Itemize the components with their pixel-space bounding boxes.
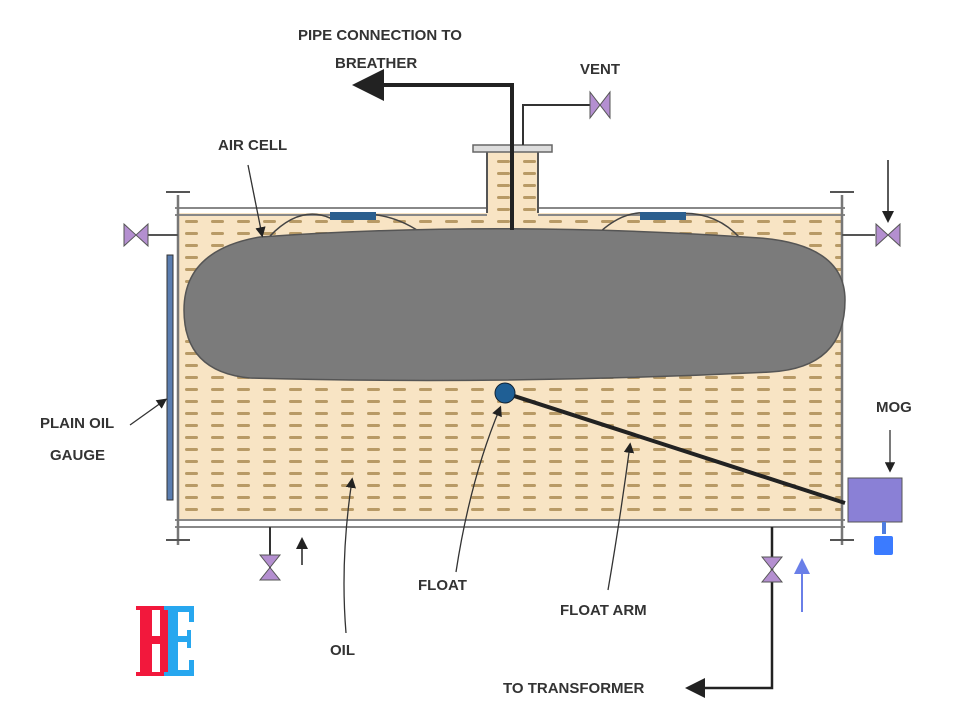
logo-h-shape bbox=[136, 606, 176, 676]
tank-bottom-wall bbox=[175, 519, 845, 528]
air-cell bbox=[183, 212, 846, 382]
flanges bbox=[166, 191, 854, 541]
label-float-arm: FLOAT ARM bbox=[560, 602, 647, 619]
he-logo bbox=[136, 606, 194, 676]
vent-pipe bbox=[522, 104, 590, 145]
label-vent: VENT bbox=[580, 61, 620, 78]
label-float: FLOAT bbox=[418, 577, 467, 594]
label-to-transformer: TO TRANSFORMER bbox=[503, 680, 645, 697]
plain-oil-gauge bbox=[166, 254, 174, 501]
label-oil: OIL bbox=[330, 642, 355, 659]
mog-sensor bbox=[874, 536, 893, 555]
left-valve-icon[interactable] bbox=[123, 222, 149, 248]
label-air-cell: AIR CELL bbox=[218, 137, 287, 154]
mog-stem bbox=[882, 522, 886, 534]
drain-valve-icon[interactable] bbox=[258, 554, 282, 581]
vent-valve-icon[interactable] bbox=[589, 90, 611, 120]
logo-e-shape bbox=[164, 606, 194, 676]
right-valve-icon[interactable] bbox=[875, 222, 901, 248]
label-plain-oil: PLAIN OIL bbox=[40, 415, 114, 432]
breather-pipe bbox=[352, 69, 514, 230]
label-gauge: GAUGE bbox=[50, 447, 105, 464]
leader-lines bbox=[129, 164, 896, 634]
label-mog: MOG bbox=[876, 399, 912, 416]
label-pipe-connection: PIPE CONNECTION TO bbox=[298, 27, 462, 44]
transformer-valve-icon[interactable] bbox=[760, 556, 784, 583]
tank-top-wall bbox=[175, 207, 845, 216]
transformer-pipe bbox=[685, 527, 774, 698]
tank-side-walls bbox=[176, 195, 844, 545]
label-breather: BREATHER bbox=[335, 55, 417, 72]
neck-walls bbox=[486, 152, 539, 213]
mog-box bbox=[847, 477, 903, 523]
float-arm bbox=[504, 391, 846, 505]
float bbox=[494, 382, 516, 404]
